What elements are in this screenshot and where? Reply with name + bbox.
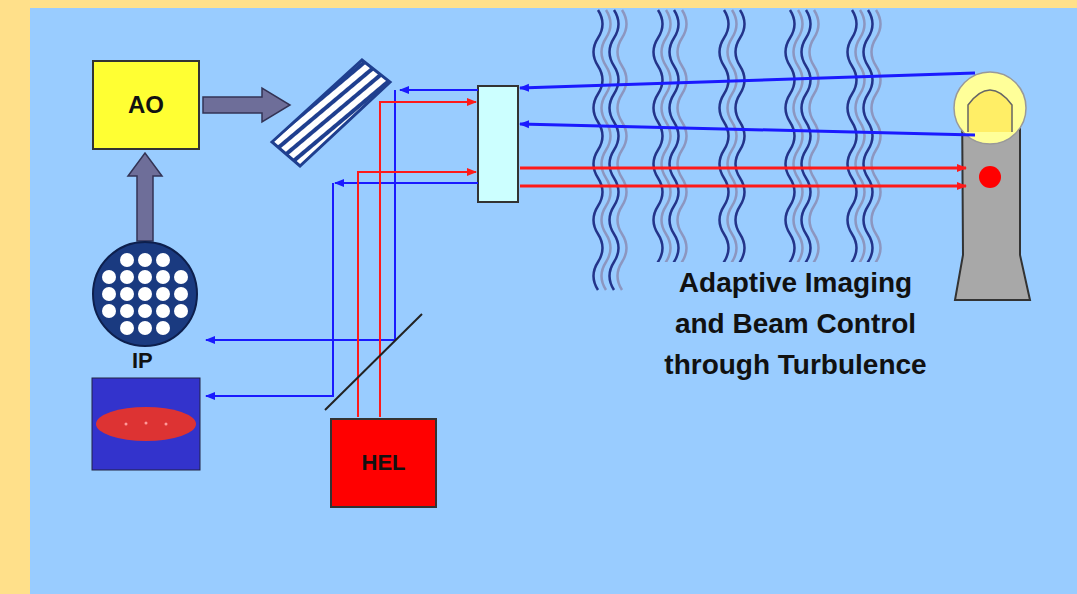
- sensor-label: IP: [130, 349, 155, 373]
- controller-box: AO: [92, 60, 200, 150]
- lenslet: [174, 304, 188, 318]
- node-text: HEL: [362, 450, 406, 476]
- return-path: [206, 183, 333, 396]
- wave-line: [678, 10, 687, 290]
- lenslet: [156, 287, 170, 301]
- lenslet: [138, 287, 152, 301]
- return-path: [400, 89, 478, 91]
- return-path: [335, 182, 478, 184]
- diagram-title: Adaptive Imaging and Beam Control throug…: [652, 262, 939, 385]
- frame-left: [0, 0, 30, 594]
- lenslet: [174, 270, 188, 284]
- lenslet: [138, 270, 152, 284]
- laser-path: [380, 102, 476, 417]
- turbulence: [594, 10, 881, 290]
- lenslet: [102, 304, 116, 318]
- laser-spot: [979, 166, 1001, 188]
- lenslet: [156, 304, 170, 318]
- image-dot: [125, 423, 128, 426]
- node-text: AO: [128, 91, 164, 119]
- laser-path: [358, 172, 476, 417]
- wave-line: [618, 10, 627, 290]
- control-arrow: [128, 153, 162, 241]
- image-dots: [125, 422, 168, 426]
- target-image: [92, 378, 200, 470]
- return-beam: [520, 124, 975, 135]
- lenslet: [102, 287, 116, 301]
- lenslet: [120, 270, 134, 284]
- deformable-mirror: [272, 60, 390, 166]
- sensor-disc: [93, 242, 197, 346]
- wave-line: [810, 10, 819, 290]
- lenslet: [120, 253, 134, 267]
- image-blob: [96, 407, 196, 441]
- lenslet: [138, 253, 152, 267]
- return-beam: [520, 73, 975, 88]
- lenslet: [156, 253, 170, 267]
- wave-line: [736, 10, 745, 290]
- laser-beam: [520, 185, 966, 188]
- wavefront-sensor: [93, 242, 197, 346]
- beam-splitter: [325, 314, 422, 410]
- return-path: [206, 90, 395, 340]
- image-dot: [145, 422, 148, 425]
- lenslet-array: [102, 253, 188, 335]
- laser-beam: [520, 167, 966, 170]
- image-dot: [165, 423, 168, 426]
- wave-line: [872, 10, 881, 290]
- frame-top: [0, 0, 1077, 8]
- lenslet: [174, 287, 188, 301]
- lenslet: [102, 270, 116, 284]
- lenslet: [138, 321, 152, 335]
- lenslet: [120, 304, 134, 318]
- target-dome: [954, 72, 1026, 144]
- control-arrow: [203, 88, 290, 122]
- lenslet: [156, 321, 170, 335]
- target-canopy: [968, 90, 1012, 132]
- lenslet: [120, 287, 134, 301]
- lenslet: [138, 304, 152, 318]
- lenslet: [120, 321, 134, 335]
- telescope-window: [478, 86, 518, 202]
- laser-box: HEL: [330, 418, 437, 508]
- lenslet: [156, 270, 170, 284]
